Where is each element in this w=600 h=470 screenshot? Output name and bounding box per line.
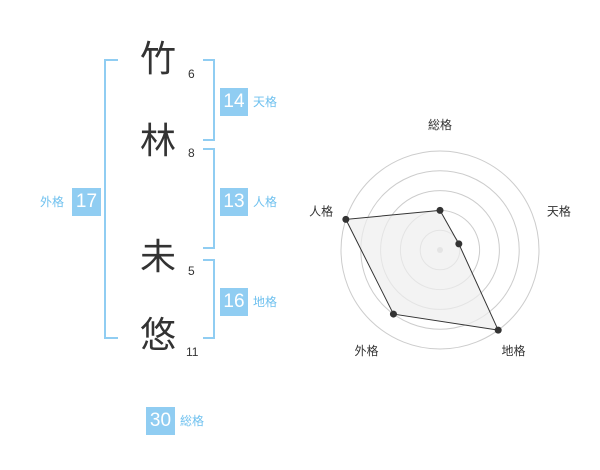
radar-ring: [340, 150, 540, 350]
ten-value-badge: 14: [220, 88, 248, 116]
radar-axis-label-5: 人格: [309, 203, 333, 218]
stroke-count-2: 8: [188, 146, 195, 160]
radar-point-5: [342, 215, 350, 223]
radar-point-4: [389, 310, 397, 318]
radar-axis-label-2: 天格: [547, 203, 571, 218]
radar-point-3: [494, 326, 502, 334]
radar-point-1: [436, 206, 444, 214]
gai-bracket: [104, 59, 118, 339]
chi-bracket: [203, 259, 215, 339]
radar-area: [345, 209, 500, 331]
sou-value-badge: 30: [146, 407, 175, 435]
ten-bracket: [203, 59, 215, 141]
jin-label: 人格: [253, 195, 278, 209]
jin-bracket: [203, 148, 215, 249]
chi-value-badge: 16: [220, 288, 248, 316]
radar-axis-label-3: 地格: [501, 343, 525, 358]
jin-value-badge: 13: [220, 188, 248, 216]
name-char-1: 竹: [140, 39, 177, 80]
chi-label: 地格: [253, 295, 278, 309]
stroke-count-1: 6: [188, 67, 195, 81]
radar-axis-label-1: 総格: [428, 117, 452, 132]
stroke-count-3: 5: [188, 264, 195, 278]
stroke-count-4: 11: [186, 345, 199, 359]
gai-value-badge: 17: [72, 188, 101, 216]
sou-label: 総格: [180, 414, 205, 428]
name-char-2: 林: [140, 121, 177, 162]
gai-label: 外格: [40, 195, 65, 209]
radar-axis-label-4: 外格: [355, 343, 379, 358]
ten-label: 天格: [253, 95, 278, 109]
name-char-4: 悠: [140, 315, 177, 356]
name-char-3: 未: [140, 237, 177, 278]
radar-point-2: [455, 240, 463, 248]
